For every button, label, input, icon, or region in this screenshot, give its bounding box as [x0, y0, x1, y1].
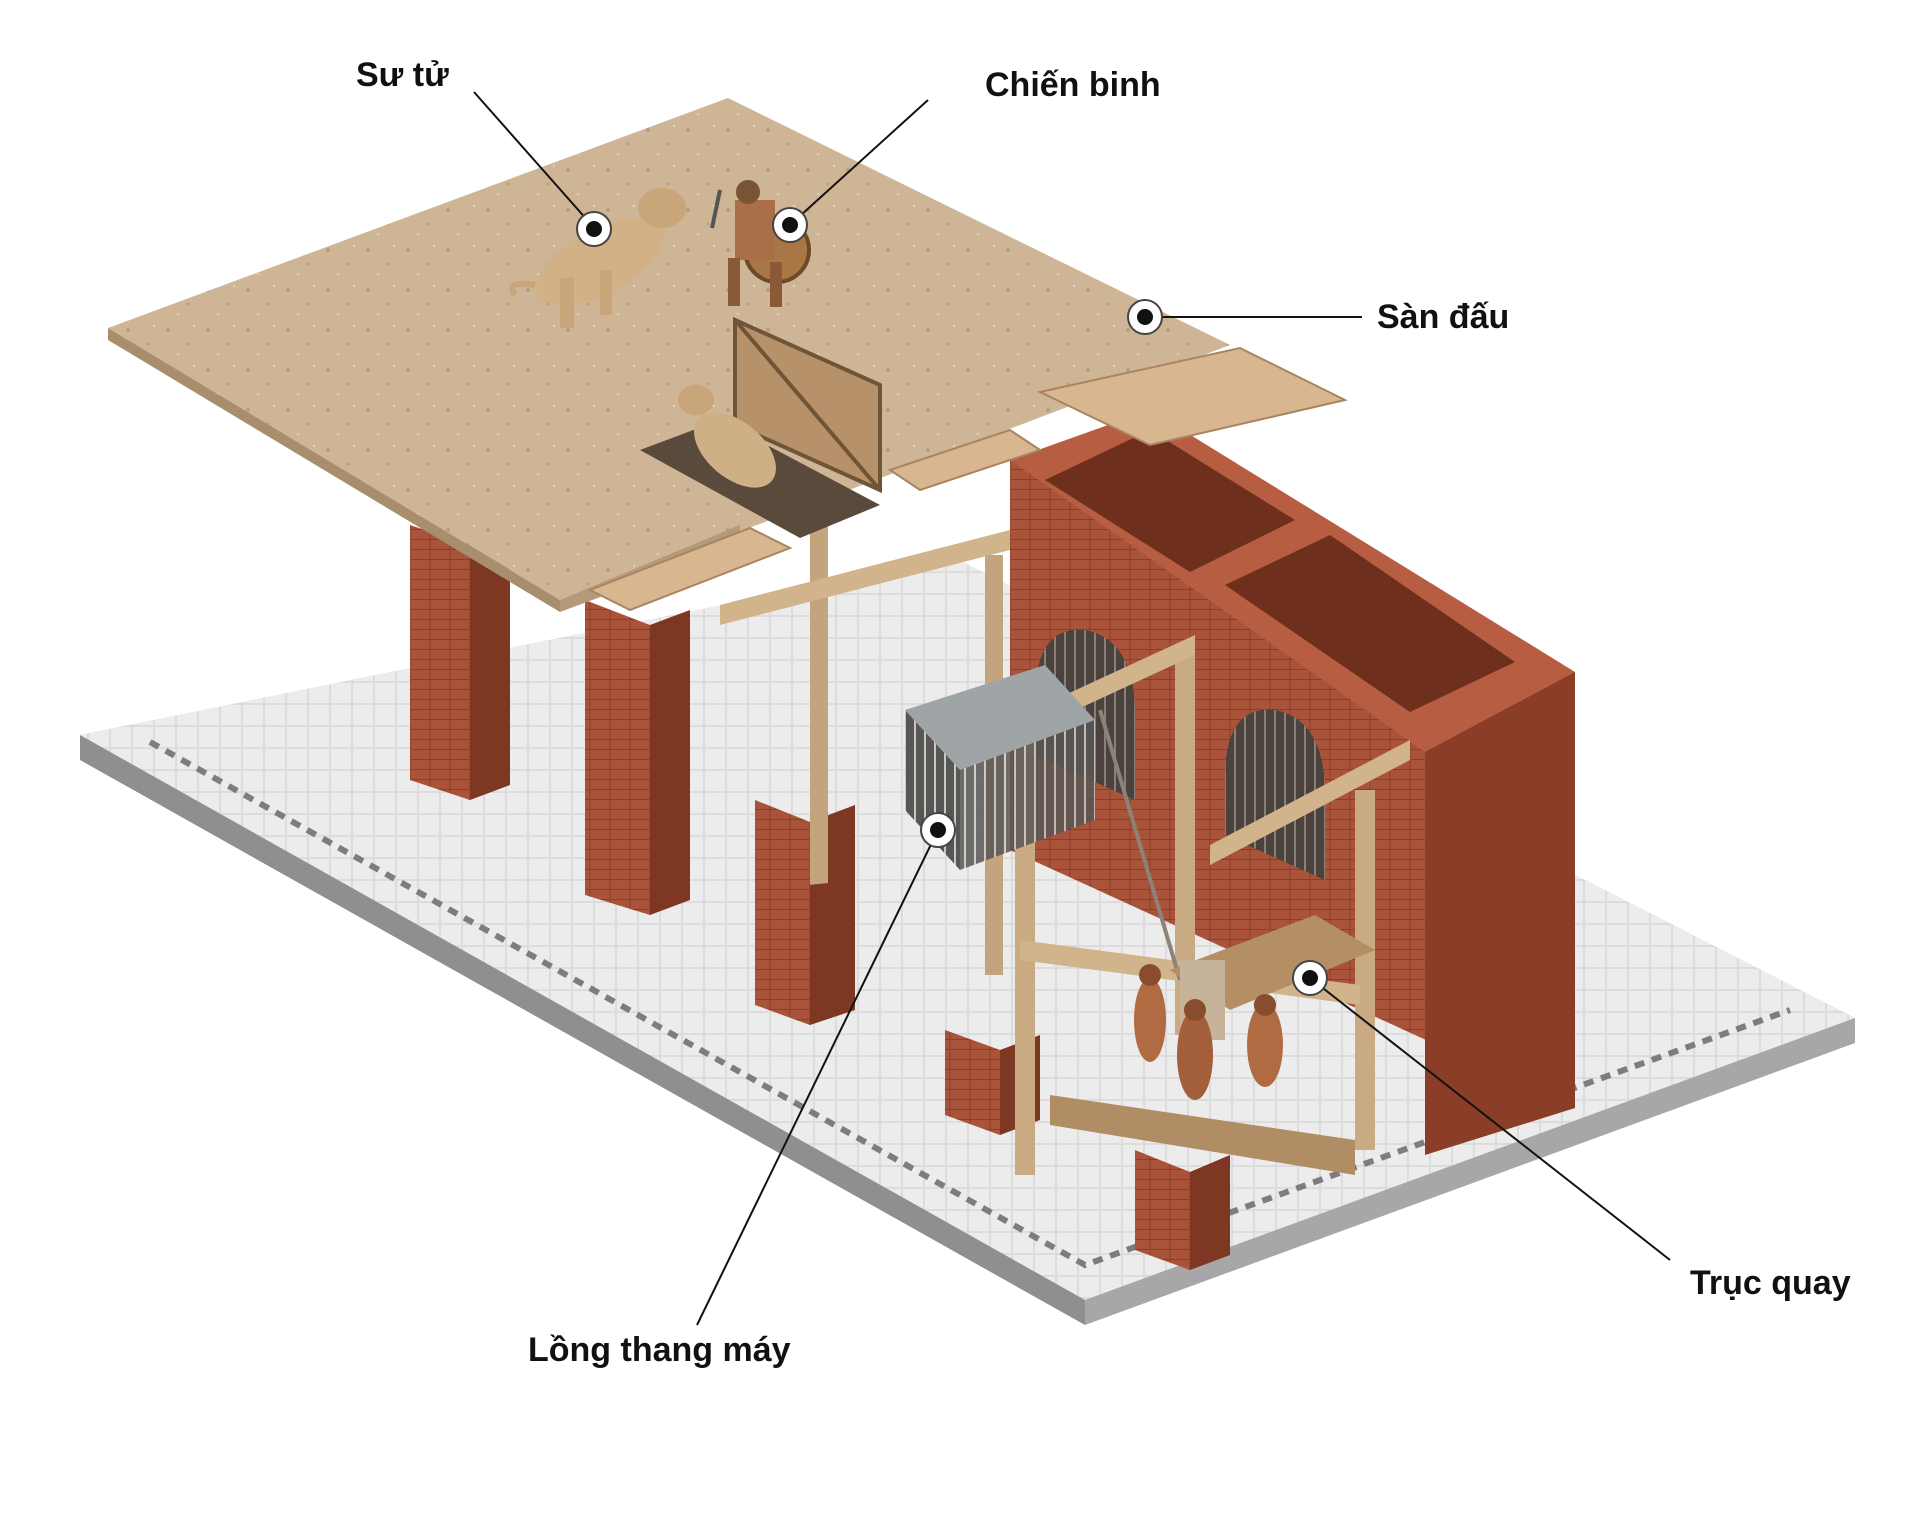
capstan-label: Trục quay	[1690, 1264, 1851, 1302]
warrior-leader-line	[789, 99, 929, 226]
gladiator-figure	[710, 180, 811, 307]
wooden-floor-planks	[587, 346, 1348, 612]
stone-pavement-base	[80, 558, 1855, 1325]
elevator-cage-label: Lồng thang máy	[528, 1331, 791, 1369]
elevator-cage-leader-line	[696, 829, 939, 1326]
callout-markers	[576, 207, 1328, 996]
elevator-cage-marker-dot	[920, 812, 956, 848]
lion-figure	[509, 188, 686, 328]
lion-on-lift-figure	[678, 385, 776, 488]
warrior-label: Chiến binh	[985, 66, 1161, 104]
brick-chambers	[1010, 410, 1575, 1155]
lion-marker-dot	[576, 211, 612, 247]
warrior-marker-dot	[772, 207, 808, 243]
lion-label: Sư tử	[356, 56, 449, 94]
capstan-marker-dot	[1292, 960, 1328, 996]
callouts	[473, 91, 1671, 1326]
arena-floor-marker-dot	[1127, 299, 1163, 335]
workers-at-capstan	[1134, 964, 1283, 1100]
capstan-leader-line	[1309, 977, 1671, 1261]
arena-floor-label: Sàn đấu	[1377, 298, 1510, 336]
lion-leader-line	[473, 91, 597, 231]
wooden-lift-frame	[720, 497, 1410, 1175]
